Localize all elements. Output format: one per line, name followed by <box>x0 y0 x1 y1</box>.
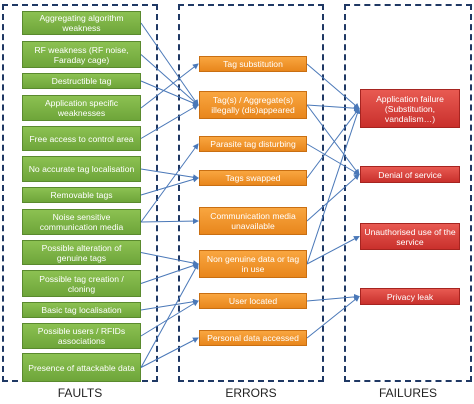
arrow-error-4-to-failure-1 <box>306 107 360 179</box>
arrow-fault-7-to-error-4 <box>140 176 199 196</box>
arrow-fault-8-to-error-5 <box>140 218 199 225</box>
arrow-error-6-to-failure-1 <box>306 107 361 265</box>
failures-column-label: FAILURES <box>378 386 438 400</box>
arrow-fault-13-to-error-8 <box>140 337 199 368</box>
faults-column-label: FAULTS <box>57 386 103 400</box>
arrow-fault-8-to-error-3 <box>140 143 199 223</box>
fault-box-4: Application specific weaknesses <box>22 95 141 121</box>
error-box-3: Parasite tag disturbing <box>199 136 307 152</box>
arrow-fault-2-to-error-2 <box>140 54 199 106</box>
error-box-1: Tag substitution <box>199 56 307 72</box>
error-box-2: Tag(s) / Aggregate(s) illegally (dis)app… <box>199 91 307 119</box>
arrow-error-7-to-failure-4 <box>306 293 360 302</box>
fault-box-11: Basic tag localisation <box>22 302 141 318</box>
fault-box-13: Presence of attackable data <box>22 353 141 382</box>
error-box-8: Personal data accessed <box>199 330 307 346</box>
arrow-fault-13-to-error-6 <box>140 263 199 368</box>
failure-box-1: Application failure (Substitution, vanda… <box>360 89 460 128</box>
arrow-fault-12-to-error-7 <box>140 300 199 337</box>
error-box-5: Communication media unavailable <box>199 207 307 235</box>
errors-column-label: ERRORS <box>225 386 277 400</box>
arrow-fault-1-to-error-2 <box>140 22 199 106</box>
error-box-4: Tags swapped <box>199 170 307 186</box>
arrow-error-6-to-failure-3 <box>306 236 360 265</box>
fault-box-10: Possible tag creation / cloning <box>22 270 141 297</box>
fault-box-7: Removable tags <box>22 187 141 203</box>
arrow-error-8-to-failure-4 <box>306 295 360 339</box>
arrow-error-5-to-failure-2 <box>306 173 360 222</box>
fault-box-2: RF weakness (RF noise, Faraday cage) <box>22 41 141 68</box>
failure-box-4: Privacy leak <box>360 288 460 305</box>
arrow-error-1-to-failure-1 <box>306 63 360 110</box>
fault-box-1: Aggregating algorithm weakness <box>22 11 141 35</box>
arrow-fault-11-to-error-7 <box>140 298 199 311</box>
failure-box-3: Unauthorised use of the service <box>360 223 460 250</box>
arrow-fault-9-to-error-6 <box>140 252 199 266</box>
arrow-fault-4-to-error-1 <box>140 63 199 109</box>
arrow-fault-5-to-error-2 <box>140 104 199 139</box>
arrow-fault-10-to-error-6 <box>140 262 199 284</box>
arrow-error-2-to-failure-1 <box>306 104 360 112</box>
failure-box-2: Denial of service <box>360 166 460 183</box>
fault-box-8: Noise sensitive communication media <box>22 209 141 235</box>
failures-column-frame <box>344 4 472 382</box>
error-box-6: Non genuine data or tag in use <box>199 250 307 278</box>
fault-box-3: Destructible tag <box>22 73 141 89</box>
error-box-7: User located <box>199 293 307 309</box>
arrow-error-3-to-failure-2 <box>306 143 360 176</box>
arrow-error-2-to-failure-2 <box>306 104 360 176</box>
fault-box-12: Possible users / RFIDs associations <box>22 323 141 349</box>
fault-box-6: No accurate tag localisation <box>22 156 141 182</box>
fault-box-9: Possible alteration of genuine tags <box>22 240 141 265</box>
errors-column-frame <box>178 4 324 382</box>
arrow-fault-6-to-error-4 <box>140 168 199 181</box>
arrow-fault-3-to-error-2 <box>140 80 199 106</box>
fault-box-5: Free access to control area <box>22 126 141 151</box>
